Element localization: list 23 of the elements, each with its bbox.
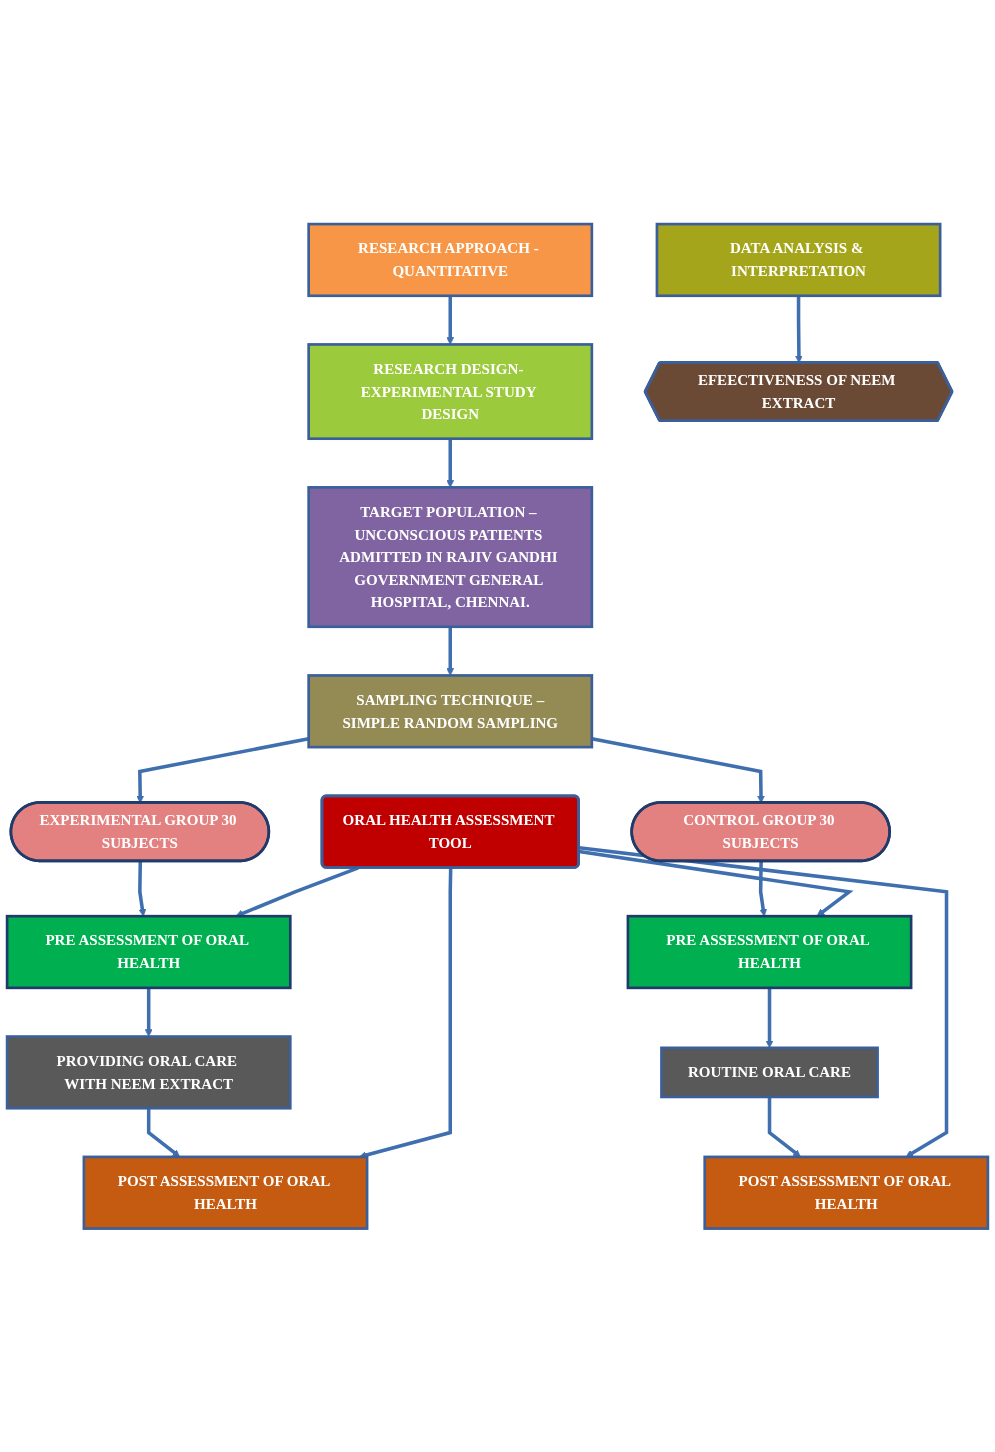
arrow <box>765 987 774 1048</box>
node-box: POST ASSESSMENT OF ORAL HEALTH <box>82 1155 369 1230</box>
node-box: RESEARCH APPROACH - QUANTITATIVE <box>307 222 594 297</box>
arrow <box>446 438 455 488</box>
node-box: PROVIDING ORAL CARE WITH NEEM EXTRACT <box>5 1034 292 1110</box>
node-box: DATA ANALYSIS & INTERPRETATION <box>655 222 942 297</box>
arrow <box>446 295 455 345</box>
node-box: PRE ASSESSMENT OF ORAL HEALTH <box>626 914 913 989</box>
arrow <box>359 867 453 1159</box>
arrow <box>795 295 803 363</box>
node-box: ROUTINE ORAL CARE <box>660 1046 879 1098</box>
arrow <box>446 626 455 676</box>
arrow <box>146 1107 181 1157</box>
arrow <box>136 736 309 803</box>
node-box: TARGET POPULATION – UNCONSCIOUS PATIENTS ADMITTED IN RAJIV GANDHI GOVERNMENT GENERAL HOSPITAL, CHENNAI. <box>307 485 594 628</box>
node-box: PRE ASSESSMENT OF ORAL HEALTH <box>5 914 292 989</box>
arrow <box>591 736 765 803</box>
node-box: RESEARCH DESIGN- EXPERIMENTAL STUDY DESIGN <box>307 342 594 440</box>
arrow <box>578 845 949 1157</box>
arrow <box>144 987 153 1037</box>
arrow <box>767 1096 801 1157</box>
node-box: SAMPLING TECHNIQUE –SIMPLE RANDOM SAMPLING <box>307 673 594 749</box>
node-box: POST ASSESSMENT OF ORAL HEALTH <box>703 1155 990 1230</box>
